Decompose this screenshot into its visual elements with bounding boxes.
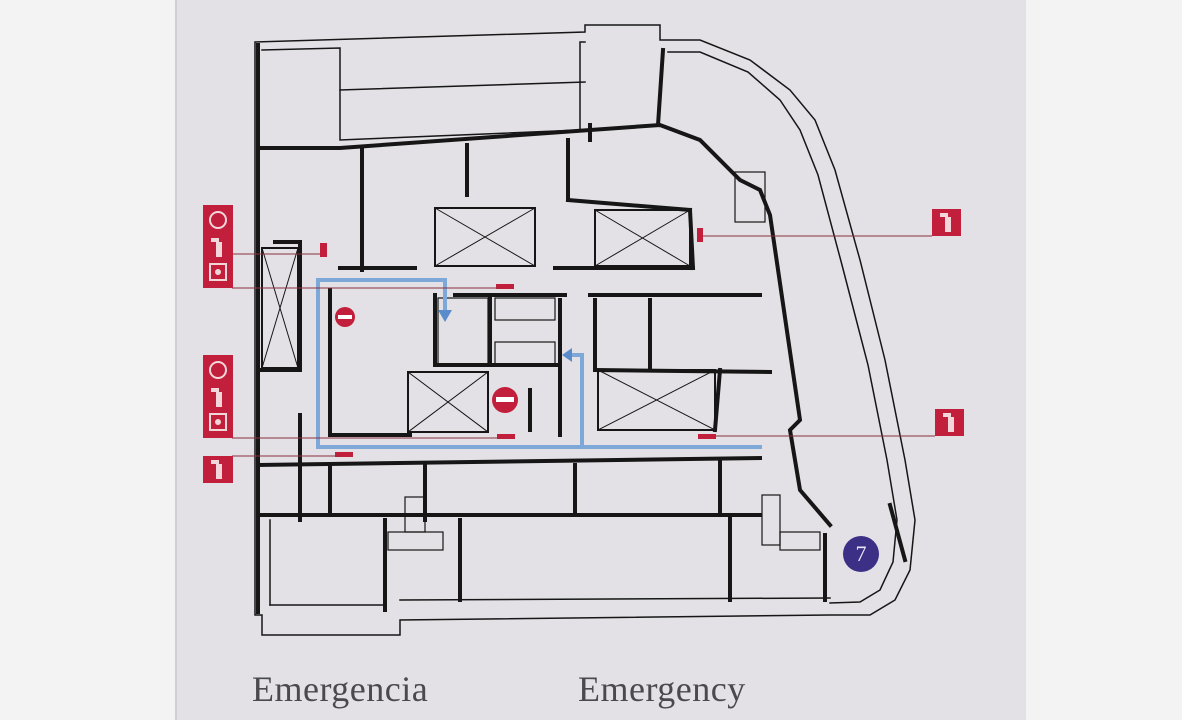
- no-entry-icon: [335, 307, 355, 327]
- fire-extinguisher-icon: [211, 238, 222, 257]
- outer-walls: [254, 24, 916, 636]
- sign-panel: [176, 0, 1026, 720]
- floor-plan: [254, 24, 916, 636]
- route-arrow-left: [562, 348, 572, 362]
- leader-lines: [232, 235, 935, 457]
- fire-hose-icon: [209, 211, 227, 229]
- evacuation-route: [316, 278, 762, 449]
- floor-badge: [843, 536, 879, 572]
- legend-left-top: [203, 205, 233, 288]
- fire-extinguisher-icon: [211, 460, 222, 479]
- legend-right-bottom: [935, 409, 964, 436]
- caption-spanish: Emergencia: [252, 669, 429, 709]
- caption-english: Emergency: [578, 669, 746, 709]
- inner-walls: [255, 43, 908, 614]
- legend-right-top: [932, 209, 961, 236]
- fire-alarm-icon: [209, 263, 227, 281]
- no-entry-icon: [492, 387, 518, 413]
- stairs: [387, 171, 821, 551]
- floor-number: 7: [855, 541, 867, 566]
- fire-hose-icon: [209, 361, 227, 379]
- legend-left-bottom: [203, 456, 233, 483]
- route-arrow-down: [438, 310, 452, 322]
- elevator-shafts: [261, 207, 716, 433]
- fire-alarm-icon: [209, 413, 227, 431]
- legend-left-middle: [203, 355, 233, 438]
- evacuation-route-branch: [568, 353, 584, 447]
- fire-extinguisher-icon: [943, 413, 954, 432]
- fire-extinguisher-icon: [211, 388, 222, 407]
- equipment-markers: [320, 228, 716, 457]
- fire-extinguisher-icon: [940, 213, 951, 232]
